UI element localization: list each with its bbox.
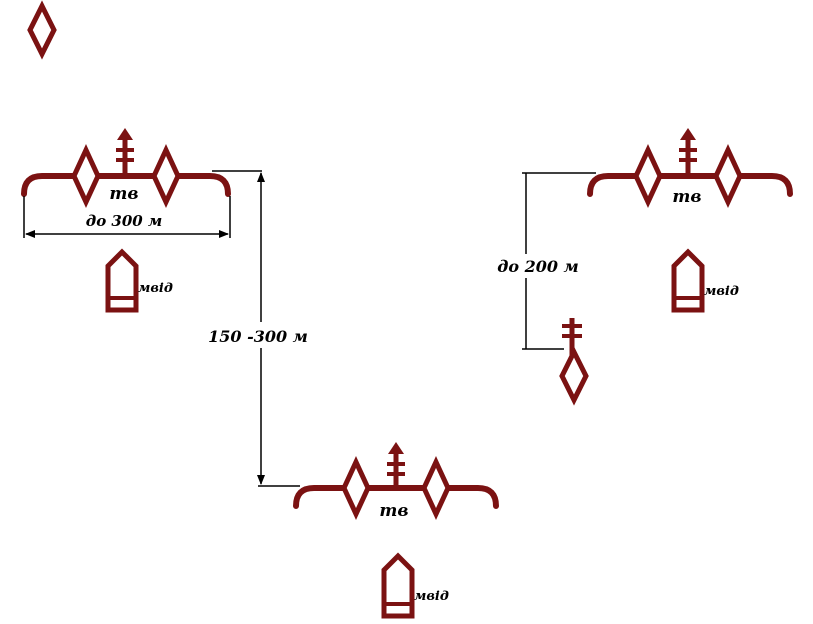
bullet-icon bbox=[381, 552, 415, 619]
depth-dimension: 150 -300 м bbox=[200, 170, 316, 487]
front-width-label: до 300 м bbox=[86, 212, 162, 230]
unit-symbol-2: тв bbox=[587, 128, 793, 208]
bullet-icon bbox=[671, 248, 705, 313]
subunit-symbol-3: мвід bbox=[381, 552, 449, 619]
unit-label: тв bbox=[379, 501, 408, 521]
front-width-dimension: до 300 м bbox=[23, 196, 231, 238]
commander-mast-icon bbox=[116, 128, 134, 176]
unit-symbol-1: тв bbox=[21, 128, 231, 208]
right-diamond-icon bbox=[713, 144, 743, 208]
left-diamond-icon bbox=[341, 456, 371, 520]
subunit-label: мвід bbox=[414, 589, 449, 604]
left-diamond-icon bbox=[71, 144, 101, 208]
subunit-symbol-1: мвід bbox=[105, 248, 173, 313]
subunit-label: мвід bbox=[704, 284, 739, 299]
right-diamond-icon bbox=[421, 456, 451, 520]
depth-label: 150 -300 м bbox=[208, 327, 308, 346]
unit-symbol-3: тв bbox=[293, 442, 499, 521]
subunit-label: мвід bbox=[138, 281, 173, 296]
observation-post-icon bbox=[559, 318, 589, 406]
right-diamond-icon bbox=[151, 144, 181, 208]
subunit-symbol-2: мвід bbox=[671, 248, 739, 313]
unit-label: тв bbox=[109, 184, 138, 204]
commander-mast-icon bbox=[679, 128, 697, 176]
bullet-icon bbox=[105, 248, 139, 313]
legend-diamond-icon bbox=[27, 0, 57, 60]
commander-mast-icon bbox=[387, 442, 405, 488]
post-distance-dimension: до 200 м bbox=[490, 172, 596, 350]
left-diamond-icon bbox=[633, 144, 663, 208]
unit-label: тв bbox=[672, 187, 701, 207]
post-distance-label: до 200 м bbox=[497, 257, 579, 276]
